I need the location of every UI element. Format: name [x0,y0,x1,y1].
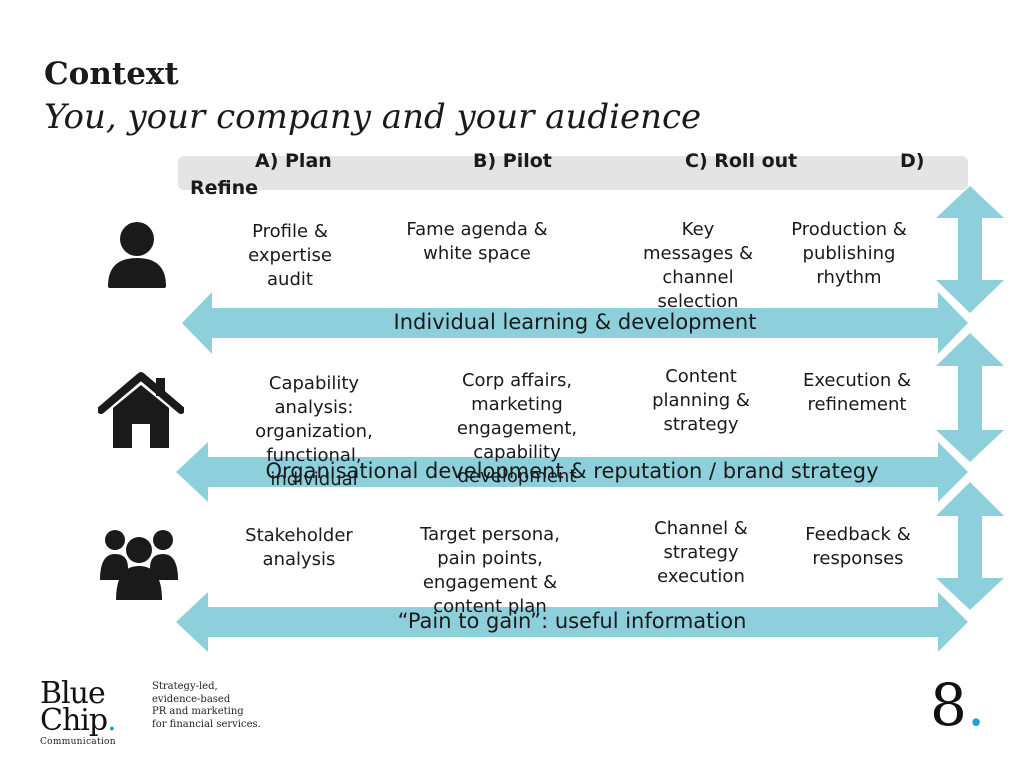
band-label-individual: Individual learning & development [393,310,757,334]
tagline-line: evidence-based [152,693,231,705]
cell-target-persona: Target persona, pain points, engagement … [420,524,560,617]
vertical-arrow-3 [936,482,1004,610]
page-subtitle: You, your company and your audience [44,97,702,137]
band-arrow-organisation [176,442,968,502]
band-label-organisation: Organisational development & reputation … [265,459,879,483]
cell-capability-analysis: Capability analysis: organization, funct… [255,373,373,490]
page-number-value: 8 [930,671,967,739]
vertical-arrow-1 [936,186,1004,313]
phase-plan: A) Plan [255,150,332,172]
cell-feedback-responses: Feedback & responses [805,524,911,569]
cell-key-messages: Key messages & channel selection [642,219,754,312]
cell-production-rhythm: Production & publishing rhythm [791,219,907,288]
phase-pilot: B) Pilot [473,150,552,172]
phase-roll-out: C) Roll out [685,150,798,172]
cell-fame-agenda: Fame agenda & white space [406,219,548,264]
phase-refine-letter: D) [900,150,925,172]
cell-stakeholder-analysis: Stakeholder analysis [245,525,353,570]
tagline-line: for financial services. [152,718,261,730]
house-icon [98,372,184,448]
band-label-pain-to-gain: “Pain to gain”: useful information [397,609,747,633]
tagline-line: PR and marketing [152,706,244,717]
phase-refine: Refine [190,177,259,199]
cell-channel-strategy-execution: Channel & strategy execution [654,518,748,587]
logo-subtitle: Communication [40,737,116,747]
tagline-line: Strategy-led, [152,681,218,692]
logo-line-blue: Blue [40,676,106,711]
cell-corp-affairs: Corp affairs, marketing engagement, capa… [456,370,578,487]
band-arrow-individual [182,292,968,354]
page-number: 8. [930,676,985,734]
page-number-dot: . [966,671,986,739]
cell-profile-expertise-audit: Profile & expertise audit [248,221,332,290]
group-icon [100,530,178,600]
page-title: Context [44,56,179,92]
logo-dot: . [107,703,116,738]
logo-line-chip: Chip [40,703,108,738]
company-tagline: Strategy-led, evidence-based PR and mark… [152,681,261,731]
phase-bar [178,156,968,190]
band-arrow-pain-to-gain [176,592,968,652]
person-icon [108,222,166,288]
blue-chip-logo: Blue Chip. Communication [40,676,117,748]
vertical-arrow-2 [936,333,1004,462]
cell-execution-refinement: Execution & refinement [802,370,912,415]
cell-content-planning: Content planning & strategy [652,366,750,435]
